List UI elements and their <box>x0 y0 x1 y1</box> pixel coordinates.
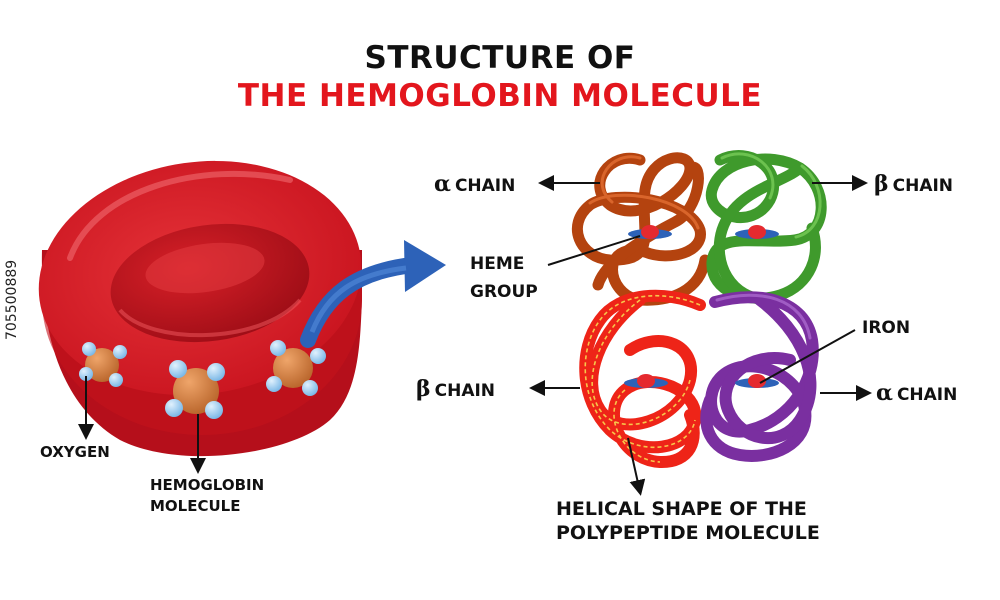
diagram-title-line1: STRUCTURE OF <box>364 40 636 76</box>
hemoglobin-molecule-right <box>266 340 326 396</box>
beta-chain-top-subunit <box>705 150 827 306</box>
alpha-chain-bottom-subunit <box>700 291 819 462</box>
beta-chain-top-highlight <box>720 152 822 239</box>
alpha-chain-top-subunit <box>572 152 711 306</box>
heme-group-bottom-left <box>624 374 668 388</box>
beta-chain-bottom-helix <box>584 295 701 463</box>
zoom-arrow <box>300 240 446 348</box>
oxygen-label: OXYGEN <box>40 443 110 461</box>
hemoglobin-molecule-left <box>79 342 127 387</box>
hemoglobin-molecule-label-line1: HEMOGLOBIN <box>150 476 265 494</box>
helical-shape-pointer <box>627 437 646 496</box>
alpha-chain-top-highlight <box>588 155 700 230</box>
heme-group-bottom-right <box>735 374 779 388</box>
heme-group-label-line1: HEME <box>470 254 525 274</box>
helical-shape-label-line2: POLYPEPTIDE MOLECULE <box>556 522 820 544</box>
iron-pointer <box>759 329 856 384</box>
iron-label: IRON <box>862 318 911 338</box>
hemoglobin-molecule-label-line2: MOLECULE <box>150 497 241 515</box>
alpha-chain-bottom-highlight <box>715 293 812 340</box>
heme-group-pointer <box>547 235 641 266</box>
stock-id: 705500889 <box>4 259 20 340</box>
diagram-title-line2: THE HEMOGLOBIN MOLECULE <box>237 78 763 114</box>
red-blood-cell <box>38 160 362 457</box>
helical-shape-label-line1: HELICAL SHAPE OF THE <box>556 498 807 520</box>
heme-group-label-line2: GROUP <box>470 282 538 302</box>
heme-group-top-right <box>735 225 779 239</box>
hemoglobin-molecule-center <box>165 360 225 419</box>
